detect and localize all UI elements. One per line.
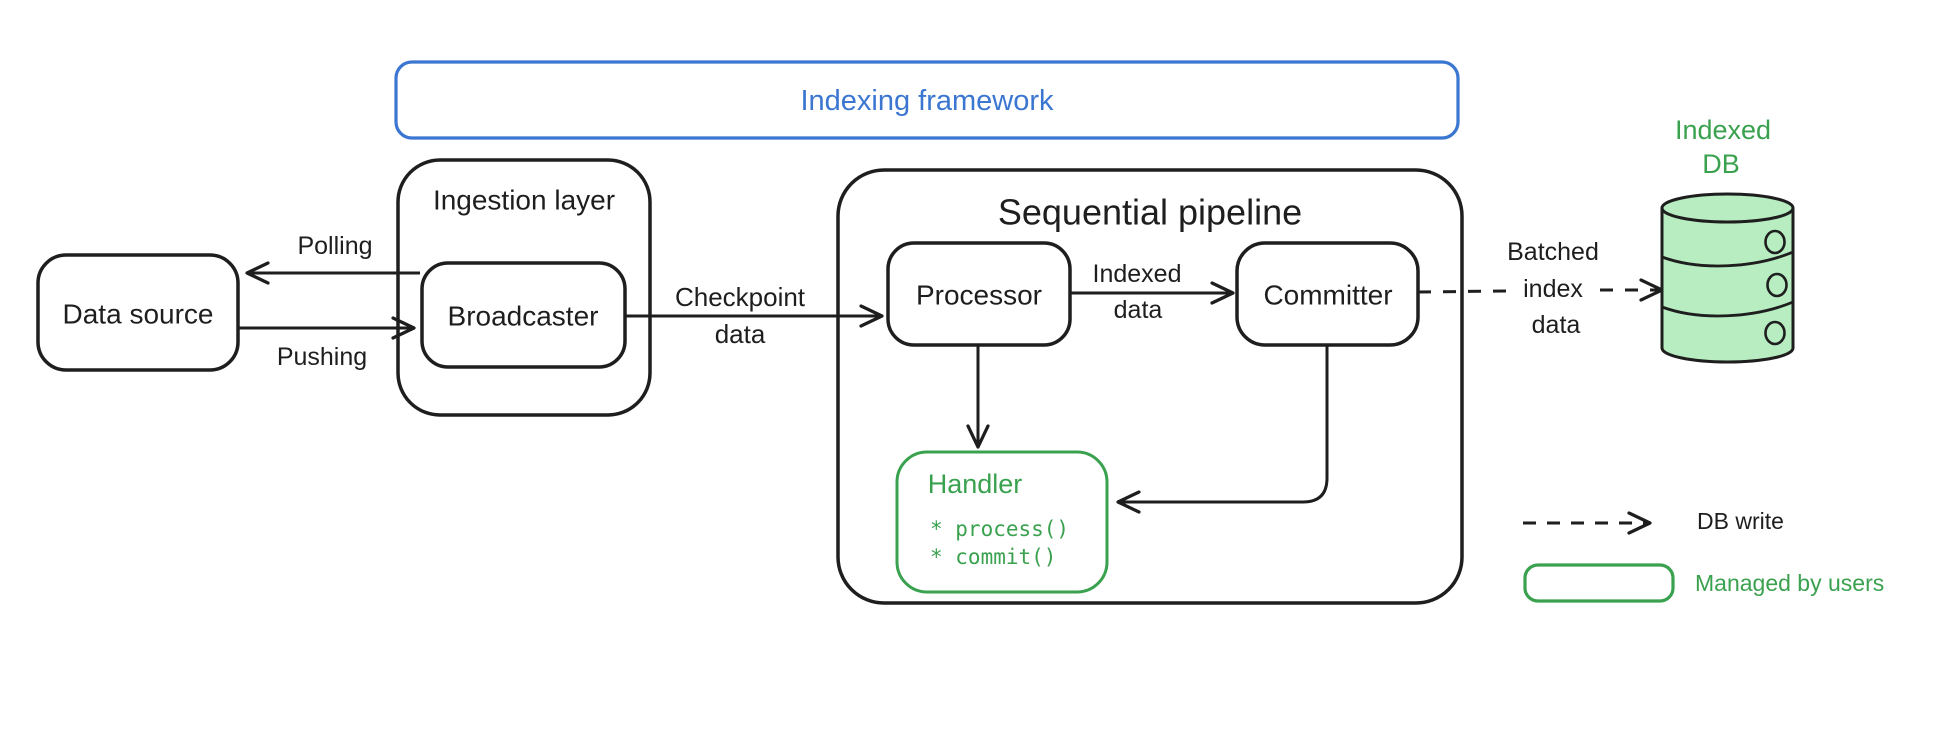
pushing-label: Pushing [277, 343, 367, 371]
db-disk-dot-3 [1764, 320, 1786, 346]
broadcaster-node [420, 261, 627, 369]
sequential-pipeline-label: Sequential pipeline [998, 192, 1302, 233]
committer-to-handler-arrow [1116, 345, 1329, 514]
indexing-framework-box [394, 60, 1460, 140]
committer-label: Committer [1263, 280, 1392, 311]
legend: DB write Managed by users [1523, 508, 1884, 603]
handler-method-commit: * commit() [930, 545, 1056, 569]
indexing-framework-label: Indexing framework [800, 85, 1054, 117]
checkpoint-label-line1: Checkpoint [675, 282, 806, 312]
committer-node [1235, 241, 1420, 347]
data-source-label: Data source [63, 299, 214, 330]
checkpoint-label-line2: data [715, 319, 766, 349]
handler-method-process: * process() [930, 517, 1069, 541]
db-cylinder-body [1660, 208, 1795, 364]
legend-db-write-label: DB write [1697, 508, 1784, 534]
db-cylinder-top [1660, 192, 1795, 224]
db-disk-dot-1 [1764, 229, 1786, 255]
indexed-db-label-line2: DB [1702, 149, 1740, 179]
data-source-node [36, 253, 240, 372]
batched-index-label-line3: data [1532, 311, 1581, 339]
legend-managed-box [1523, 563, 1675, 603]
broadcaster-label: Broadcaster [448, 301, 599, 332]
indexed-data-label-line1: Indexed [1093, 260, 1182, 288]
batched-index-label-line1: Batched [1507, 238, 1599, 266]
processor-node [886, 241, 1072, 347]
indexed-db-label-line1: Indexed [1675, 115, 1771, 145]
processor-label: Processor [916, 280, 1042, 311]
legend-managed-label: Managed by users [1695, 570, 1884, 596]
indexed-data-label-line2: data [1114, 296, 1163, 324]
batched-index-label-line2: index [1523, 275, 1583, 303]
ingestion-layer-label: Ingestion layer [433, 185, 615, 216]
handler-label: Handler [928, 469, 1023, 499]
polling-label: Polling [297, 232, 372, 260]
handler-node [895, 450, 1109, 594]
db-cylinder-divider-2 [1661, 300, 1794, 318]
db-cylinder-divider-1 [1661, 250, 1794, 268]
db-disk-dot-2 [1766, 272, 1788, 298]
indexed-db-cylinder [1660, 192, 1795, 364]
